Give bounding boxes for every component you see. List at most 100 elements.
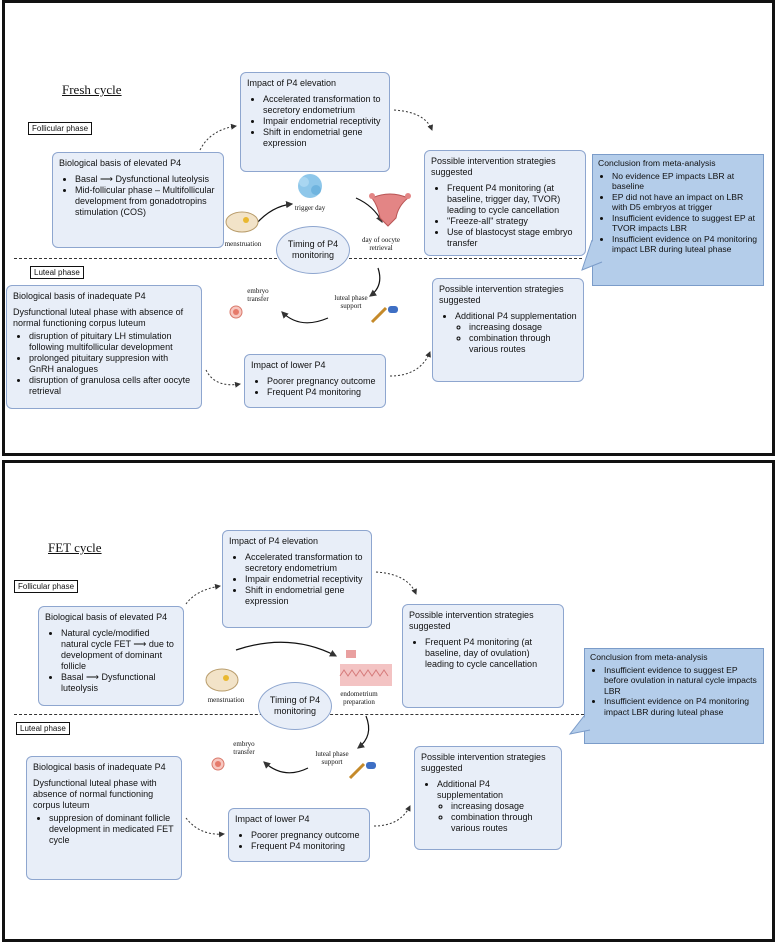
fet-bio-elevated-box: Biological basis of elevated P4 Natural … (38, 606, 184, 706)
list-item: prolonged pituitary suppresion with GnRH… (29, 353, 195, 375)
item-text: Dysfunctional luteolysis (61, 672, 156, 693)
list-item: Natural cycle/modified natural cycle FET… (61, 628, 177, 672)
luteal-support-label: luteal phase support (334, 294, 368, 310)
pill-icon (366, 762, 376, 769)
list-item: Basal ⟶ Dysfunctional luteolysis (61, 672, 177, 694)
dotted-arrow (389, 351, 431, 377)
fet-intervention-bottom-box: Possible intervention strategies suggest… (414, 746, 562, 850)
fresh-intervention-bottom-box: Possible intervention strategies suggest… (432, 278, 584, 382)
box-heading: Impact of lower P4 (251, 360, 326, 370)
syringe-icon (370, 306, 388, 324)
trigger-day-label: trigger day (294, 204, 326, 212)
fresh-luteal-phase-label: Luteal phase (30, 266, 84, 279)
conclusion-pointer (568, 715, 591, 735)
oocyte-cluster-icon (298, 174, 322, 198)
conclusion-heading: Conclusion from meta-analysis (590, 652, 708, 662)
dotted-arrow (199, 123, 237, 151)
dotted-arrow (185, 817, 225, 838)
dotted-arrow (375, 571, 417, 595)
box-heading: Biological basis of elevated P4 (59, 158, 182, 168)
item-text: Additional P4 supplementation (455, 311, 577, 321)
box-intro: Dysfunctional luteal phase with absence … (33, 778, 157, 810)
pill-icon (388, 306, 398, 313)
right-arrow-icon: ⟶ (100, 174, 113, 184)
list-item: disruption of pituitary LH stimulation f… (29, 331, 195, 353)
embryo-icon (211, 757, 225, 771)
list-item: disruption of granulosa cells after oocy… (29, 375, 195, 397)
sub-list-item: increasing dosage (469, 322, 577, 333)
list-item: Additional P4 supplementation increasing… (437, 779, 555, 834)
right-arrow-icon: ⟶ (86, 672, 99, 682)
dotted-arrow (185, 583, 221, 605)
cycle-arrow (281, 311, 329, 324)
fet-conclusion-box: Conclusion from meta-analysis Insufficie… (584, 648, 764, 744)
list-item: Impair endometrial receptivity (263, 116, 383, 127)
conclusion-pointer (581, 239, 603, 271)
list-item: Insufficient evidence on P4 monitoring i… (604, 696, 758, 717)
fet-luteal-phase-label: Luteal phase (16, 722, 70, 735)
fresh-bio-elevated-box: Biological basis of elevated P4 Basal ⟶ … (52, 152, 224, 248)
dotted-arrow (205, 369, 241, 388)
list-item: Poorer pregnancy outcome (267, 376, 379, 387)
cycle-arrow (255, 201, 294, 225)
right-arrow-icon: ⟶ (133, 639, 147, 649)
embryo-transfer-label: embryo transfer (233, 740, 255, 756)
list-item: "Freeze-all" strategy (447, 216, 579, 227)
menstruation-label: menstruation (207, 696, 245, 704)
sub-list-item: combination through various routes (469, 333, 577, 355)
fet-intervention-top-box: Possible intervention strategies suggest… (402, 604, 564, 708)
list-item: Insufficient evidence to suggest EP befo… (604, 665, 758, 697)
box-heading: Possible intervention strategies suggest… (421, 752, 546, 773)
luteal-support-label: luteal phase support (315, 750, 349, 766)
uterus-icon (369, 193, 411, 227)
follicle-icon (225, 211, 259, 233)
embryo-transfer-label: embryo transfer (247, 287, 269, 303)
dotted-arrow (393, 109, 433, 131)
fresh-conclusion-box: Conclusion from meta-analysis No evidenc… (592, 154, 764, 286)
box-heading: Biological basis of inadequate P4 (13, 291, 146, 301)
item-text: Natural cycle/modified natural cycle FET (61, 628, 150, 649)
list-item: Frequent P4 monitoring (at baseline, day… (425, 637, 557, 670)
list-item: EP did not have an impact on LBR with D5… (612, 192, 758, 213)
box-heading: Biological basis of inadequate P4 (33, 762, 166, 772)
sub-list-item: combination through various routes (451, 812, 555, 834)
cycle-arrow (235, 641, 338, 657)
item-text: Dysfunctional luteolysis (115, 174, 209, 184)
fresh-timing-node: Timing of P4 monitoring (276, 226, 350, 274)
box-heading: Possible intervention strategies suggest… (439, 284, 564, 305)
embryo-icon (229, 305, 243, 319)
list-item: No evidence EP impacts LBR at baseline (612, 171, 758, 192)
list-item: Accelerated transformation to secretory … (263, 94, 383, 116)
box-heading: Impact of lower P4 (235, 814, 310, 824)
list-item: Frequent P4 monitoring (267, 387, 379, 398)
cycle-arrow (357, 715, 370, 749)
endometrium-icon (339, 650, 392, 686)
fresh-impact-elevation-box: Impact of P4 elevation Accelerated trans… (240, 72, 390, 172)
list-item: Shift in endometrial gene expression (263, 127, 383, 149)
fresh-cycle-title: Fresh cycle (62, 82, 122, 97)
menstruation-label: menstruation (224, 240, 262, 248)
syringe-icon (348, 762, 366, 780)
list-item: Additional P4 supplementation increasing… (455, 311, 577, 355)
fet-cycle-title: FET cycle (48, 540, 102, 555)
box-intro: Dysfunctional luteal phase with absence … (13, 307, 184, 328)
list-item: Insufficient evidence on P4 monitoring i… (612, 234, 758, 255)
fet-impact-elevation-box: Impact of P4 elevation Accelerated trans… (222, 530, 372, 628)
box-heading: Biological basis of elevated P4 (45, 612, 168, 622)
fet-timing-node: Timing of P4 monitoring (258, 682, 332, 730)
box-heading: Possible intervention strategies suggest… (409, 610, 534, 631)
endometrium-preparation-label: endometrium preparation (340, 690, 378, 706)
list-item: Insufficient evidence to suggest EP at T… (612, 213, 758, 234)
oocyte-retrieval-label: day of oocyte retrieval (361, 236, 401, 252)
fet-bio-inadequate-box: Biological basis of inadequate P4 Dysfun… (26, 756, 182, 880)
dotted-arrow (373, 805, 411, 827)
fet-impact-lower-box: Impact of lower P4 Poorer pregnancy outc… (228, 808, 370, 862)
list-item: Frequent P4 monitoring (at baseline, tri… (447, 183, 579, 216)
item-text: Basal (75, 174, 98, 184)
list-item: Impair endometrial receptivity (245, 574, 365, 585)
item-text: due to development of dominant follicle (61, 639, 174, 671)
follicle-icon (205, 668, 239, 692)
list-item: Basal ⟶ Dysfunctional luteolysis (75, 174, 217, 185)
item-text: Additional P4 supplementation (437, 779, 504, 800)
